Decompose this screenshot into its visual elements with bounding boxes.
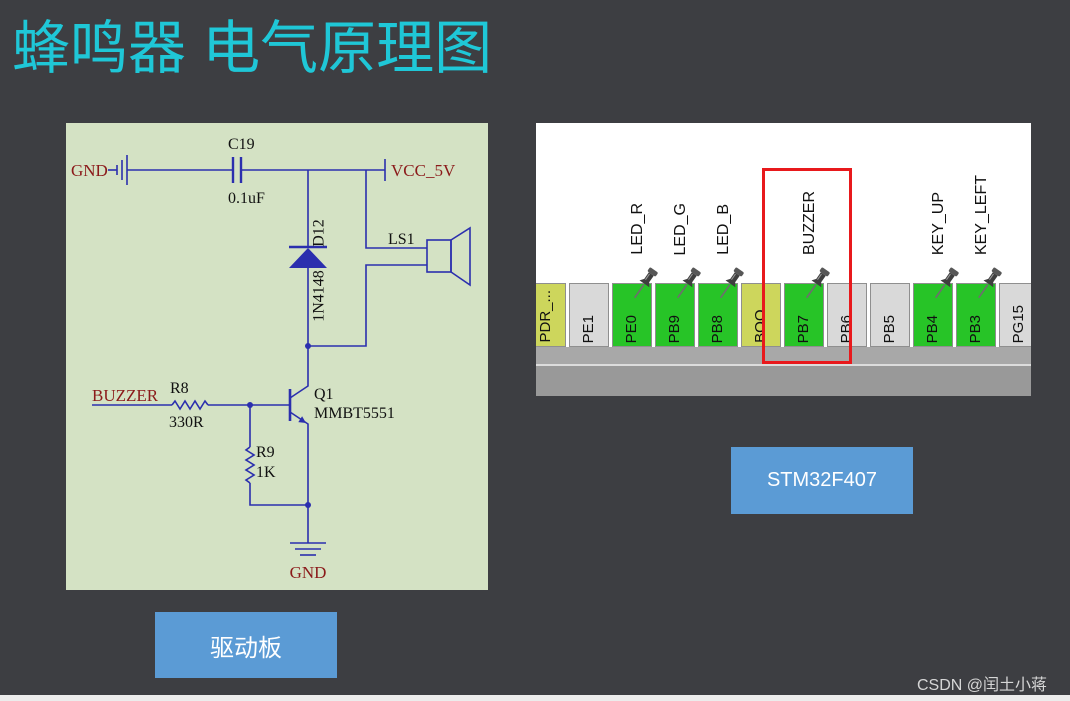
pin-name-label: PB8: [709, 314, 726, 343]
d12-designator: D12: [311, 219, 328, 247]
pin-pb5: PB5: [870, 283, 910, 347]
pinout-panel: PDR_... PE1 PE0 LED_R PB9 LED_G PB8 LED_B BOO...…: [536, 123, 1031, 396]
net-label-gnd-left: GND: [71, 161, 108, 180]
junction-dot: [305, 502, 311, 508]
pushpin-icon: [631, 265, 659, 303]
pin-pg15: PG15: [999, 283, 1031, 347]
ground-symbol-left: [108, 155, 128, 185]
pin-name-label: PB4: [924, 314, 941, 343]
speaker-ls1: [426, 226, 471, 287]
r8-value: 330R: [169, 414, 204, 431]
pin-pb9: PB9: [655, 283, 695, 347]
pushpin-icon: [717, 265, 745, 303]
pushpin-icon: [803, 265, 831, 303]
pushpin-icon: [975, 265, 1003, 303]
net-label-vcc: VCC_5V: [391, 161, 456, 180]
signal-label-key-up: KEY_UP: [930, 191, 947, 255]
pin-pb3: PB3: [956, 283, 996, 347]
pin-pb6: PB6: [827, 283, 867, 347]
q1-value: MMBT5551: [314, 405, 395, 422]
junction-dot: [305, 343, 311, 349]
schematic-panel: GND C19 0.1uF VCC_5V: [66, 123, 488, 590]
package-body: [536, 366, 1031, 396]
pin-name-label: PDR_...: [537, 290, 554, 343]
capacitor-c19: [231, 157, 243, 183]
pin-pb8: PB8: [698, 283, 738, 347]
net-label-buzzer: BUZZER: [92, 386, 159, 405]
package-edge-line: [536, 364, 1031, 366]
c19-value: 0.1uF: [228, 190, 265, 207]
pin-pe1: PE1: [569, 283, 609, 347]
mcu-caption-text: STM32F407: [766, 469, 878, 491]
junction-dot: [247, 402, 253, 408]
package-edge-band: [536, 347, 1031, 364]
diode-d12: [289, 170, 327, 346]
ls1-designator: LS1: [388, 231, 415, 248]
pushpin-icon: [674, 265, 702, 303]
resistor-r9: [244, 405, 308, 506]
buzzer-pin-highlight-box: [762, 168, 852, 364]
driver-board-caption-text: 驱动板: [210, 634, 282, 662]
pin-name-label: PB5: [881, 314, 898, 343]
signal-label-led-b: LED_B: [715, 204, 732, 255]
pin-name-label: PE0: [623, 314, 640, 343]
wire-speaker: [308, 170, 427, 347]
slide-title: 蜂鸣器 电气原理图: [12, 16, 493, 81]
r9-value: 1K: [256, 464, 276, 481]
pin-name-label: PB3: [967, 314, 984, 343]
net-label-gnd-bottom: GND: [290, 563, 327, 582]
pin-boo: BOO...: [741, 283, 781, 347]
r9-designator: R9: [256, 444, 275, 461]
transistor-q1: [288, 346, 309, 505]
r8-designator: R8: [170, 380, 189, 397]
signal-label-key-left: KEY_LEFT: [973, 174, 990, 255]
pin-pe0: PE0: [612, 283, 652, 347]
resistor-r8: [171, 399, 209, 411]
q1-designator: Q1: [314, 386, 334, 403]
bottom-strip: [0, 695, 1070, 701]
driver-board-caption: 驱动板: [155, 612, 337, 678]
pin-name-label: PB9: [666, 314, 683, 343]
pin-pb4: PB4: [913, 283, 953, 347]
pin-name-label: PG15: [1010, 304, 1027, 343]
signal-label-led-g: LED_G: [672, 202, 689, 255]
ground-symbol-bottom: [290, 505, 326, 556]
pin-pb7: PB7: [784, 283, 824, 347]
c19-designator: C19: [228, 136, 255, 153]
pin-name-label: PE1: [580, 314, 597, 343]
mcu-caption: STM32F407: [731, 447, 913, 514]
signal-label-led-r: LED_R: [629, 203, 646, 255]
pushpin-icon: [932, 265, 960, 303]
d12-value: 1N4148: [311, 270, 328, 322]
watermark: CSDN @闰土小蒋: [917, 677, 1048, 694]
pin-pdr: PDR_...: [536, 283, 566, 347]
buzzer-circuit-diagram: GND C19 0.1uF VCC_5V: [71, 136, 471, 582]
